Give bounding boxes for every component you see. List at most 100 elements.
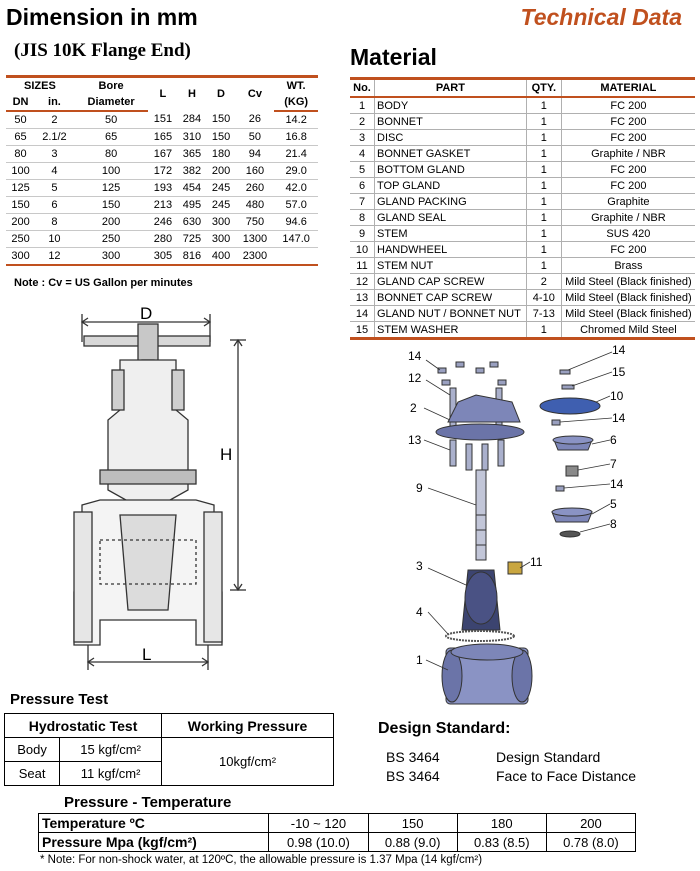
dimension-cell: 50 xyxy=(6,111,36,129)
pressure-value-3: 0.83 (8.5) xyxy=(456,832,547,852)
material-no-cell: 10 xyxy=(350,241,375,258)
material-no-cell: 8 xyxy=(350,209,375,226)
dimension-cell: 100 xyxy=(73,162,149,180)
dimension-cell: 94.6 xyxy=(274,213,318,231)
material-part-cell: STEM WASHER xyxy=(374,321,527,340)
callout-15: 15 xyxy=(612,365,626,379)
dimension-cell: 750 xyxy=(235,213,275,231)
material-qty-cell: 7-13 xyxy=(525,305,562,322)
dimension-cell: 200 xyxy=(73,213,149,231)
callout-8: 8 xyxy=(610,517,617,531)
material-no-cell: 12 xyxy=(350,273,375,290)
callout-2: 2 xyxy=(410,401,417,415)
material-material-cell: Mild Steel (Black finished) xyxy=(560,273,695,290)
header-cv: Cv xyxy=(235,75,275,111)
dimension-header-row-bottom: DN in. Diameter (KG) xyxy=(6,94,318,112)
header-material: MATERIAL xyxy=(560,77,695,98)
material-part-cell: BODY xyxy=(374,97,527,114)
temp-value-2: 150 xyxy=(367,813,458,833)
callout-10: 10 xyxy=(610,389,624,403)
dimension-cell: 260 xyxy=(235,179,275,197)
dimension-heading: Dimension in mm xyxy=(6,4,198,30)
material-no-cell: 15 xyxy=(350,321,375,340)
material-no-cell: 5 xyxy=(350,161,375,178)
material-no-cell: 11 xyxy=(350,257,375,274)
pressure-temperature-table: Temperature ºC -10 ~ 120 150 180 200 Pre… xyxy=(37,813,637,852)
dimension-cell: 2.1/2 xyxy=(35,128,74,146)
dimension-cell: 245 xyxy=(206,179,236,197)
dimension-cell: 10 xyxy=(35,230,74,248)
material-no-cell: 13 xyxy=(350,289,375,306)
pressure-test-row-seat: Seat 11 kgf/cm² xyxy=(3,761,334,786)
temp-value-4: 200 xyxy=(545,813,637,833)
dimension-cell: 12 xyxy=(35,247,74,266)
material-part-cell: BONNET xyxy=(374,113,527,130)
material-header-row: No. PART QTY. MATERIAL xyxy=(350,77,695,98)
header-diameter: Diameter xyxy=(73,94,149,112)
dimension-cell: 400 xyxy=(206,247,236,266)
dimension-cell xyxy=(274,247,318,266)
material-part-cell: BOTTOM GLAND xyxy=(374,161,527,178)
d-label: D xyxy=(140,304,152,323)
material-qty-cell: 4-10 xyxy=(525,289,562,306)
material-qty-cell: 1 xyxy=(525,257,562,274)
material-qty-cell: 1 xyxy=(525,97,562,114)
dimension-cell: 5 xyxy=(35,179,74,197)
callout-5: 5 xyxy=(610,497,617,511)
dimension-cell: 300 xyxy=(206,213,236,231)
dimension-cell: 193 xyxy=(148,179,178,197)
dimension-cell: 94 xyxy=(235,145,275,163)
seat-label: Seat xyxy=(3,761,61,786)
seat-value: 11 kgf/cm² xyxy=(59,761,163,786)
pressure-label: Pressure Mpa (kgf/cm²) xyxy=(37,832,270,852)
header-bore: Bore xyxy=(73,75,149,94)
dimension-cell: 300 xyxy=(206,230,236,248)
dimension-cell: 3 xyxy=(35,145,74,163)
material-qty-cell: 1 xyxy=(525,145,562,162)
callout-11: 11 xyxy=(530,555,543,569)
material-part-cell: STEM NUT xyxy=(374,257,527,274)
dimension-cell: 284 xyxy=(177,111,207,129)
callout-14-right-c: 14 xyxy=(610,477,624,491)
exploded-parts-view: 14 12 2 13 9 3 11 4 1 14 15 10 14 6 7 14… xyxy=(408,343,626,705)
pressure-value-1: 0.98 (10.0) xyxy=(268,832,369,852)
working-pressure-value: 10kgf/cm² xyxy=(161,737,334,786)
material-part-cell: GLAND CAP SCREW xyxy=(374,273,527,290)
dimension-cell: 150 xyxy=(6,196,36,214)
material-qty-cell: 1 xyxy=(525,193,562,210)
material-qty-cell: 1 xyxy=(525,177,562,194)
dimension-cell: 151 xyxy=(148,111,178,129)
callout-4: 4 xyxy=(416,605,423,619)
header-d: D xyxy=(206,75,236,111)
l-label: L xyxy=(142,645,151,664)
dimension-cell: 300 xyxy=(6,247,36,266)
working-pressure-header: Working Pressure xyxy=(161,713,334,738)
material-no-cell: 1 xyxy=(350,97,375,114)
material-no-cell: 7 xyxy=(350,193,375,210)
dimension-cell: 26 xyxy=(235,111,275,129)
temperature-label: Temperature ºC xyxy=(37,813,270,833)
dimension-cell: 160 xyxy=(235,162,275,180)
temp-value-1: -10 ~ 120 xyxy=(268,813,369,833)
material-part-cell: TOP GLAND xyxy=(374,177,527,194)
material-no-cell: 3 xyxy=(350,129,375,146)
dimension-cell: 16.8 xyxy=(274,128,318,146)
h-label: H xyxy=(220,445,232,464)
header-sizes: SIZES xyxy=(6,75,74,94)
material-part-cell: DISC xyxy=(374,129,527,146)
dimension-cell: 165 xyxy=(148,128,178,146)
material-material-cell: FC 200 xyxy=(560,113,695,130)
